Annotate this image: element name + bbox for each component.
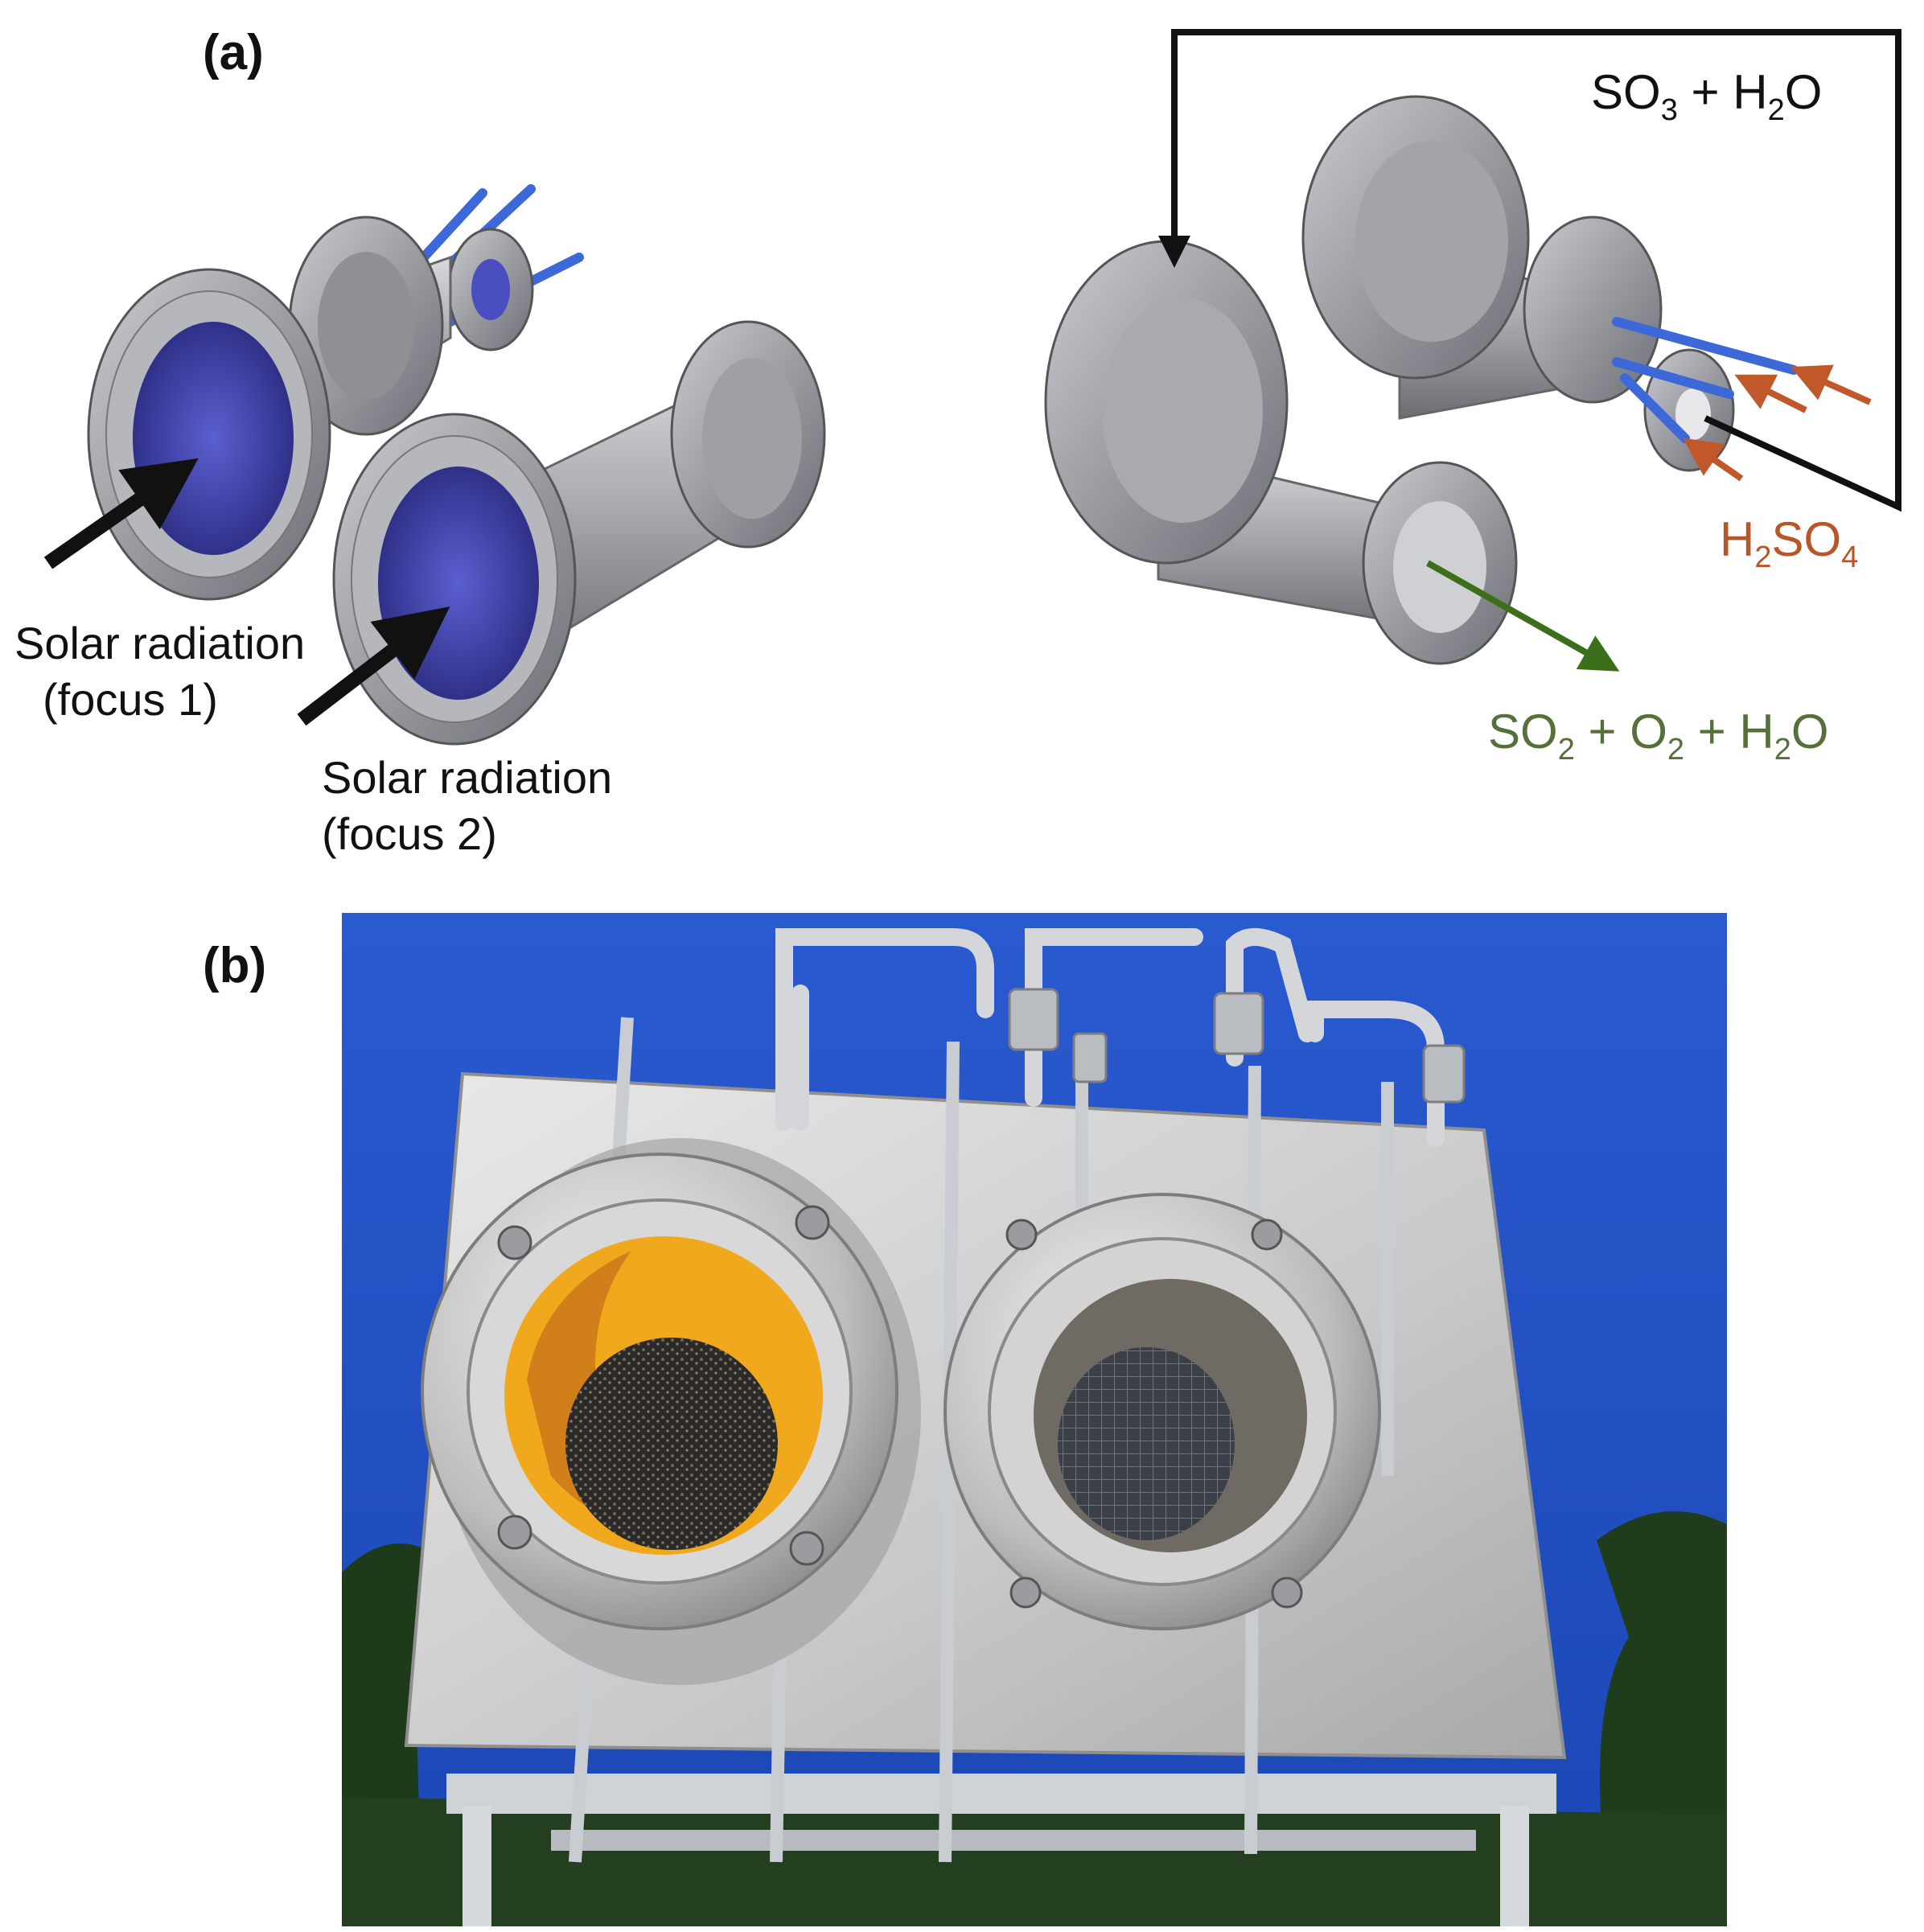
reactor-photo bbox=[342, 913, 1727, 1926]
reactor-photo-illustration bbox=[342, 913, 1727, 1926]
label-so2-o2-h2o: SO2 + O2 + H2O bbox=[1488, 705, 1829, 767]
label-solar-focus-2: Solar radiation (focus 2) bbox=[322, 752, 613, 859]
recirculation-loop-arrow bbox=[1158, 29, 1901, 512]
photo-left-aperture bbox=[421, 1138, 921, 1685]
acid-feed-arrow-3 bbox=[1683, 438, 1744, 482]
panel-label-b: (b) bbox=[203, 938, 267, 993]
reactor-right bbox=[1044, 95, 1799, 665]
acid-feed-arrow-2 bbox=[1734, 374, 1807, 413]
label-solar-focus-1: Solar radiation (focus 1) bbox=[14, 618, 306, 725]
product-outlet-arrow bbox=[1426, 560, 1620, 672]
acid-feed-arrow-1 bbox=[1790, 364, 1872, 405]
panel-label-a: (a) bbox=[203, 25, 264, 80]
reactor-cad-diagram bbox=[43, 29, 1901, 746]
photo-right-aperture bbox=[944, 1193, 1381, 1630]
reactor-left-front bbox=[332, 320, 826, 746]
label-so3-h2o: SO3 + H2O bbox=[1591, 65, 1823, 127]
label-h2so4: H2SO4 bbox=[1720, 512, 1859, 574]
solar-arrow-1 bbox=[43, 458, 199, 569]
solar-arrow-2 bbox=[297, 606, 450, 726]
